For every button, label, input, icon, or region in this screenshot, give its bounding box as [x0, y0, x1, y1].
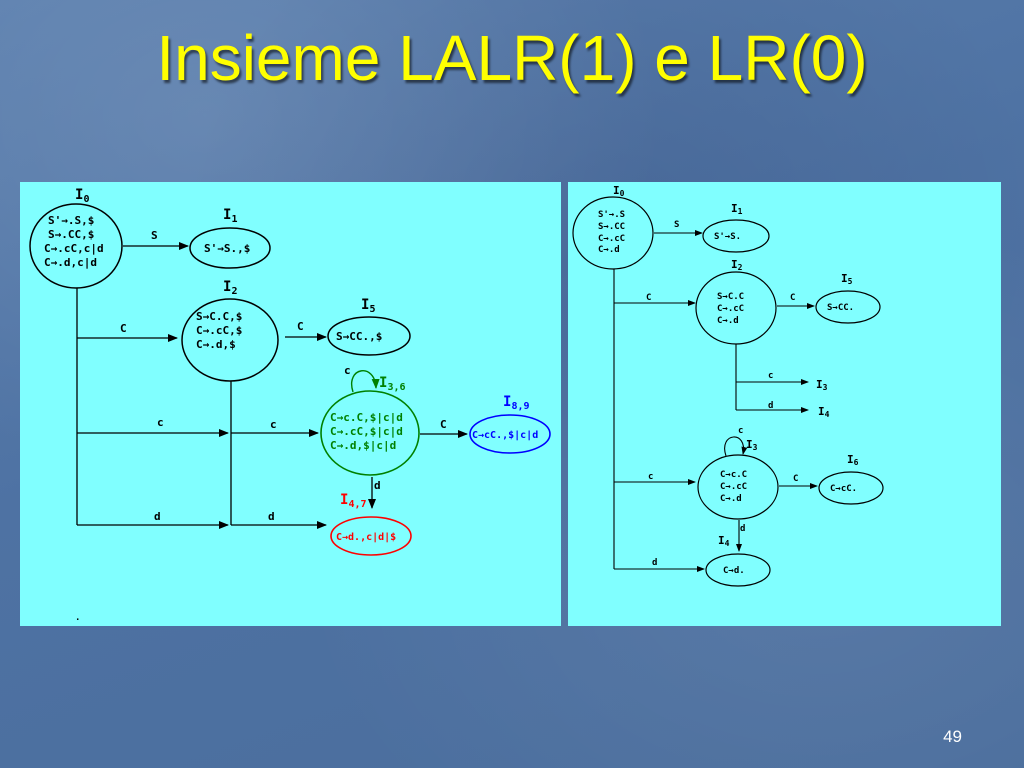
state-label-i89: I8,9	[503, 394, 530, 412]
edge-label-c-i36-self: c	[344, 364, 351, 377]
state-i0	[29, 203, 123, 289]
lalr1-diagram: I0 S'→.S,$ S→.CC,$ C→.cC,c|d C→.d,c|d I1…	[29, 187, 551, 623]
r-state-i4	[705, 553, 771, 587]
edge-label-c-i2-i5: C	[297, 320, 304, 333]
r-state-i6	[818, 471, 884, 505]
state-i2-item-0: S→C.C,$	[196, 310, 242, 323]
state-i2-item-2: C→.d,$	[196, 338, 236, 351]
r-state-label-i0: I0	[613, 184, 625, 198]
r-edge-label-c-i3-self: c	[738, 426, 743, 436]
edge-label-s: S	[151, 229, 158, 242]
state-i1	[189, 227, 271, 269]
r-state-i0-item-1: S→.CC	[598, 222, 625, 232]
state-i1-item-0: S'→S.,$	[204, 242, 250, 255]
state-i0-item-2: C→.cC,c|d	[44, 242, 104, 255]
r-state-i6-item-0: C→cC.	[830, 484, 857, 494]
r-state-label-i5: I5	[841, 272, 853, 286]
r-edge-label-c-i3-i6: C	[793, 474, 798, 484]
state-i2	[181, 298, 279, 382]
edge-label-c-i2-i36: c	[270, 418, 277, 431]
state-i47-item-0: C→d.,c|d|$	[336, 532, 396, 543]
r-state-label-i4: I4	[718, 534, 730, 548]
state-i36-item-0: C→c.C,$|c|d	[330, 411, 403, 424]
r-state-i2-item-1: C→.cC	[717, 304, 744, 314]
r-edge-label-d-i2-i4: d	[768, 401, 773, 411]
lr0-diagram-panel: I0 S'→.S S→.CC C→.cC C→.d I1 S'→S. S I2 …	[568, 182, 1001, 626]
edge-label-d-i2-i47: d	[268, 510, 275, 523]
r-state-label-i1: I1	[731, 202, 743, 216]
state-i0-item-3: C→.d,c|d	[44, 256, 97, 269]
edge-label-c-i0-i2: C	[120, 322, 127, 335]
r-state-i0-item-0: S'→.S	[598, 210, 625, 220]
state-label-i2: I2	[223, 279, 237, 297]
r-edge-label-d-i3-i4: d	[740, 524, 745, 534]
r-ref-i3: I3	[816, 378, 828, 392]
r-state-i2-item-2: C→.d	[717, 316, 739, 326]
slide-title: Insieme LALR(1) e LR(0)	[156, 22, 868, 94]
r-edge-label-c-i2-i5: C	[790, 293, 795, 303]
r-edge-label-c-i2-i3: c	[768, 371, 773, 381]
r-state-i5	[815, 290, 881, 324]
r-state-label-i2: I2	[731, 258, 743, 272]
r-state-i1-item-0: S'→S.	[714, 232, 741, 242]
state-label-i47: I4,7	[340, 492, 367, 510]
state-i0-item-0: S'→.S,$	[48, 214, 94, 227]
edge-label-d-i36-i47: d	[374, 479, 381, 492]
r-state-i0-item-3: C→.d	[598, 245, 620, 255]
edge-i36-self	[350, 370, 380, 393]
page-number: 49	[943, 727, 962, 746]
r-state-i0-item-2: C→.cC	[598, 234, 625, 244]
state-i0-item-1: S→.CC,$	[48, 228, 94, 241]
state-label-i36: I3,6	[379, 375, 406, 393]
r-state-i3-item-2: C→.d	[720, 494, 742, 504]
r-state-i2-item-0: S→C.C	[717, 292, 744, 302]
r-edge-label-c-i0-i2: C	[646, 293, 651, 303]
r-state-i0	[572, 196, 654, 270]
state-label-i0: I0	[75, 187, 89, 205]
r-edge-i3-self	[724, 436, 748, 457]
r-state-label-i3: I3	[746, 438, 758, 452]
state-i36-item-1: C→.cC,$|c|d	[330, 425, 403, 438]
r-state-i4-item-0: C→d.	[723, 566, 745, 576]
r-state-i3-item-1: C→.cC	[720, 482, 747, 492]
edge-label-c-i0-i36: c	[157, 416, 164, 429]
r-edge-label-s: S	[674, 220, 679, 230]
r-edge-label-d-i0-i4: d	[652, 558, 657, 568]
state-label-i5: I5	[361, 297, 375, 315]
state-i2-item-1: C→.cC,$	[196, 324, 242, 337]
state-i5-item-0: S→CC.,$	[336, 330, 382, 343]
r-edge-label-c-i0-i3: c	[648, 472, 653, 482]
lr0-diagram: I0 S'→.S S→.CC C→.cC C→.d I1 S'→S. S I2 …	[572, 184, 884, 587]
state-i36-item-2: C→.d,$|c|d	[330, 439, 396, 452]
state-i47	[330, 516, 412, 556]
state-label-i1: I1	[223, 207, 237, 225]
r-state-i3	[697, 454, 779, 520]
r-state-i5-item-0: S→CC.	[827, 303, 854, 313]
r-ref-i4: I4	[818, 405, 830, 419]
state-i5	[327, 316, 411, 356]
stray-dot: .	[75, 613, 80, 623]
lalr1-diagram-panel: I0 S'→.S,$ S→.CC,$ C→.cC,c|d C→.d,c|d I1…	[20, 182, 561, 626]
state-i89-item-0: C→cC.,$|c|d	[472, 430, 538, 441]
state-i36	[320, 390, 420, 476]
r-state-label-i6: I6	[847, 453, 859, 467]
r-state-i1	[702, 219, 770, 253]
state-i89	[469, 414, 551, 454]
edge-label-d-i0-i47: d	[154, 510, 161, 523]
r-state-i3-item-0: C→c.C	[720, 470, 747, 480]
edge-label-c-i36-i89: C	[440, 418, 447, 431]
